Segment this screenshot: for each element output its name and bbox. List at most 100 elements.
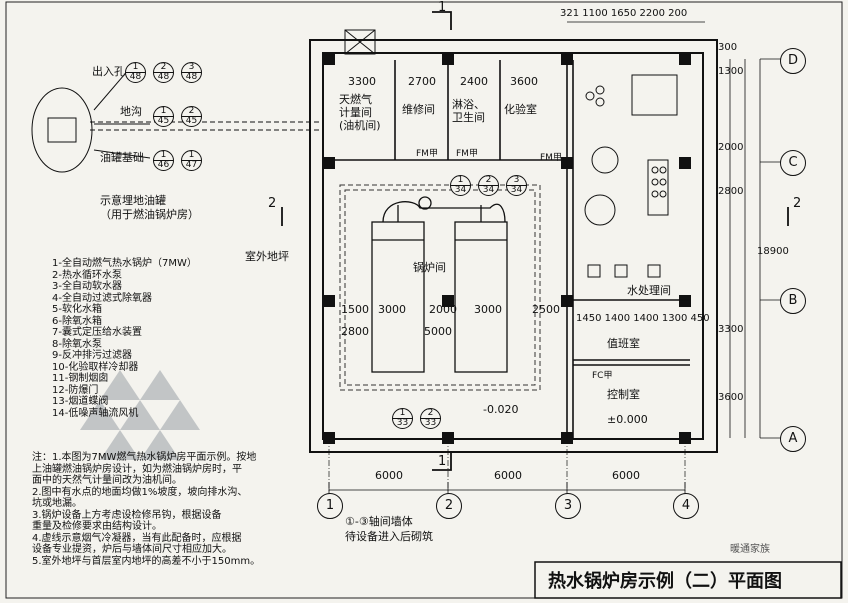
- elevation-label: ±0.000: [607, 413, 648, 426]
- label-inlet: 出入孔: [92, 65, 125, 78]
- legend-item: 12-防爆门: [52, 384, 99, 396]
- note-line: 上油罐燃油锅炉房设计，如为燃油锅炉房时，平: [32, 463, 242, 475]
- legend-item: 10-化验取样冷却器: [52, 361, 139, 373]
- room-control: 控制室: [607, 388, 640, 401]
- dim-row-3000a: 3000: [378, 303, 406, 316]
- note-line: 3.锅炉设备上方考虑设检修吊钩，根据设备: [32, 509, 222, 521]
- note-line: 重量及检修要求由结构设计。: [32, 521, 162, 532]
- dim-6000-a: 6000: [375, 469, 403, 482]
- axis-1: 1: [317, 493, 343, 519]
- tank-diagram: [31, 67, 320, 173]
- note-line: 2.图中有水点的地面均做1%坡度，坡向排水沟、: [32, 486, 248, 498]
- dim-row-3000b: 3000: [474, 303, 502, 316]
- legend-item: 8-除氧水泵: [52, 338, 102, 350]
- dim-row-2000: 2000: [429, 303, 457, 316]
- dim-3600: 3600: [510, 75, 538, 88]
- dim-2700: 2700: [408, 75, 436, 88]
- dim-6000-b: 6000: [494, 469, 522, 482]
- dim-right-3600: 3600: [718, 392, 744, 403]
- room-bath: 淋浴、 卫生间: [452, 98, 485, 124]
- room-duty: 值班室: [607, 337, 640, 350]
- callout-fm3: FM甲: [540, 153, 562, 163]
- dim-2400: 2400: [460, 75, 488, 88]
- note-line: 注：1.本图为7MW燃气热水锅炉房平面示例。按地: [32, 452, 257, 463]
- dim-6000-c: 6000: [612, 469, 640, 482]
- room-boiler: 锅炉间: [413, 261, 446, 274]
- dim-3300: 3300: [348, 75, 376, 88]
- label-tank-caption: 示意埋地油罐 （用于燃油锅炉房）: [100, 194, 199, 221]
- boiler-zone-outline: [339, 184, 541, 391]
- note-line: 4.虚线示意烟气冷凝器，当有此配备时，应根据: [32, 532, 242, 544]
- section-mark-left: 2: [268, 196, 277, 211]
- equipment: [584, 74, 678, 278]
- dim-right-1300: 1300: [718, 66, 744, 77]
- axis-B: B: [780, 288, 806, 314]
- section-markers: [281, 11, 789, 471]
- title-block: [534, 561, 842, 599]
- dim-right-3300: 3300: [718, 324, 744, 335]
- dim-top-chain: 321 1100 1650 2200 200: [560, 8, 688, 19]
- callout-fm2: FM甲: [456, 149, 478, 159]
- dim-row-2800: 2800: [341, 325, 369, 338]
- legend-item: 2-热水循环水泵: [52, 269, 122, 281]
- room-repair: 维修间: [402, 103, 435, 116]
- dim-water-chain: 1450 1400 1400 1300 450: [576, 313, 710, 324]
- interior-walls: [335, 60, 690, 440]
- section-mark-bottom: 1: [438, 454, 447, 469]
- note-line: 5.室外地坪与首层室内地坪的高差不小于150mm。: [32, 555, 261, 567]
- legend-item: 5-软化水箱: [52, 304, 102, 315]
- outer-walls: [309, 39, 718, 453]
- legend-item: 9-反冲排污过滤器: [52, 350, 132, 361]
- label-trench: 地沟: [120, 105, 142, 118]
- section-mark-top: 1: [438, 0, 447, 15]
- note-line: 坑或地漏。: [32, 498, 82, 509]
- axis-A: A: [780, 426, 806, 452]
- elevation-neg-label: -0.020: [483, 403, 519, 416]
- axis-leaders: [328, 438, 686, 494]
- sheet-border: [5, 1, 843, 599]
- room-water: 水处理间: [627, 284, 671, 297]
- legend-item: 4-全自动过滤式除氧器: [52, 292, 152, 304]
- legend-item: 14-低噪声轴流风机: [52, 407, 139, 419]
- legend-item: 3-全自动软水器: [52, 281, 122, 292]
- dim-right-2000: 2000: [718, 142, 744, 153]
- dim-row-2500: 2500: [532, 303, 560, 316]
- watermark-triangles: [80, 370, 200, 460]
- dim-right-300: 300: [718, 42, 738, 53]
- axis-3: 3: [555, 493, 581, 519]
- outdoor-ground-label: 室外地坪: [245, 250, 289, 263]
- axis-D: D: [780, 48, 806, 74]
- callout-fm1: FM甲: [416, 149, 438, 159]
- legend-item: 11-钢制烟囱: [52, 373, 109, 384]
- dim-right-total: 18900: [757, 246, 789, 257]
- axis-2: 2: [436, 493, 462, 519]
- note-line: 面中的天然气计量间改为油机间。: [32, 475, 182, 486]
- drawing-title: 热水锅炉房示例（二）平面图: [548, 571, 782, 592]
- room-gas-meter: 天燃气 计量间 (油机间): [339, 93, 381, 132]
- note-line: 设备专业提资，炉后与墙体间尺寸相应加大。: [32, 544, 232, 555]
- room-lab: 化验室: [504, 103, 537, 116]
- dim-row-5000: 5000: [424, 325, 452, 338]
- watermark-tag: 暖通家族: [730, 544, 770, 555]
- legend-item: 1-全自动燃气热水锅炉（7MW）: [52, 258, 197, 269]
- legend-item: 13-烟道蝶阀: [52, 396, 109, 407]
- axis-4: 4: [673, 493, 699, 519]
- legend-item: 6-除氧水箱: [52, 315, 102, 327]
- boilers: [371, 196, 508, 373]
- dim-row-1500: 1500: [341, 303, 369, 316]
- wall-note: ①-③轴间墙体 待设备进入后砌筑: [345, 515, 433, 543]
